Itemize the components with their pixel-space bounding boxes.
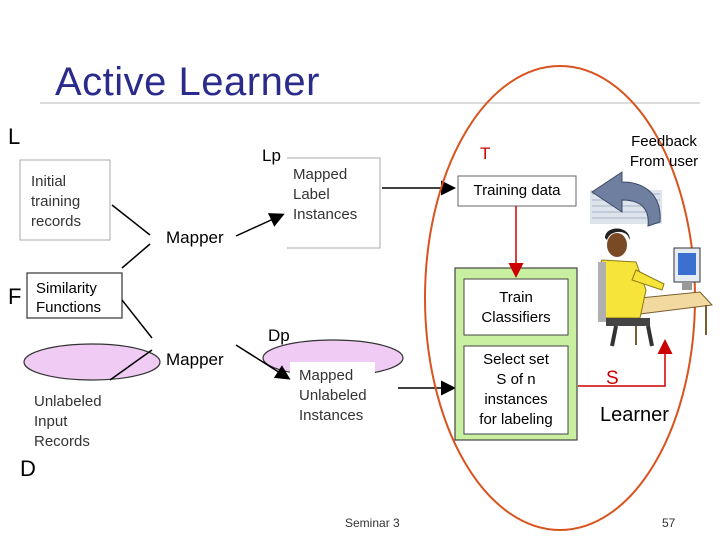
mapped-unlabeled-line-1: Mapped	[299, 367, 354, 384]
train-classifiers-line-1: Train	[499, 289, 533, 306]
select-set-line-1: Select set	[483, 351, 549, 368]
training-data-box	[457, 175, 577, 207]
mapped-unlabeled-line-2: Unlabeled	[299, 387, 367, 404]
label-S: S	[606, 368, 619, 389]
unlabeled-input-text: Unlabeled Input Records	[34, 392, 102, 452]
similarity-text: Similarity Functions	[36, 279, 101, 317]
label-Dp: Dp	[268, 326, 290, 345]
initial-records-line-1: Initial	[31, 173, 67, 190]
letter-F: F	[8, 284, 22, 309]
label-T: T	[480, 144, 491, 163]
arrow-similarity-to-mapper-bottom	[121, 299, 153, 339]
letter-D: D	[20, 456, 36, 481]
mapped-unlabeled-line-3: Instances	[299, 407, 364, 424]
select-set-line-2: S of n	[496, 371, 536, 388]
arrow-mapper-to-mapped-unlabeled	[235, 344, 291, 380]
mapped-unlabeled-text: Mapped Unlabeled Instances	[299, 366, 367, 426]
unlabeled-input-line-1: Unlabeled	[34, 393, 102, 410]
arrow-select-to-learner	[578, 339, 673, 387]
footer-center: Seminar 3	[345, 516, 400, 530]
learner-label: Learner	[600, 404, 669, 426]
mapped-label-box	[287, 157, 381, 249]
mapper-bottom-label: Mapper	[166, 350, 224, 369]
select-set-box	[463, 345, 569, 435]
initial-records-line-3: records	[31, 213, 82, 230]
train-classifiers-line-2: Classifiers	[481, 309, 551, 326]
arrow-similarity-to-mapper-top	[121, 243, 151, 269]
mapped-unlabeled-cover	[290, 362, 375, 434]
feedback-line-2: From user	[629, 153, 699, 170]
feedback-text: Feedback From user	[614, 132, 714, 172]
training-data-label: Training data	[473, 182, 561, 199]
arrow-mapper-to-mapped-label	[235, 213, 285, 237]
mapper-top-label: Mapper	[166, 228, 224, 247]
mapped-label-line-3: Instances	[293, 206, 358, 223]
letter-L: L	[8, 124, 21, 149]
train-classifiers-box	[463, 278, 569, 336]
similarity-box	[26, 272, 123, 319]
feedback-arrow-icon	[590, 171, 662, 227]
mapped-label-line-1: Mapped	[293, 166, 348, 183]
footer-page-number: 57	[662, 516, 676, 530]
similarity-line-2: Functions	[36, 299, 102, 316]
arrow-initial-to-mapper	[111, 204, 151, 236]
initial-records-text: Initial training records	[31, 172, 81, 232]
train-classifiers-text: Train Classifiers	[464, 288, 568, 328]
select-set-line-3: instances	[484, 391, 548, 408]
unlabeled-input-ellipse	[23, 343, 161, 381]
select-set-line-4: for labeling	[479, 411, 553, 428]
slide-title: Active Learner	[55, 60, 320, 104]
initial-records-box	[19, 159, 111, 241]
user-at-computer-icon	[598, 228, 714, 347]
feedback-line-1: Feedback	[631, 133, 697, 150]
mapped-label-text: Mapped Label Instances	[293, 165, 357, 225]
initial-records-line-2: training	[31, 193, 81, 210]
select-set-text: Select set S of n instances for labeling	[464, 350, 568, 430]
mapped-label-line-2: Label	[293, 186, 330, 203]
similarity-line-1: Similarity	[36, 280, 97, 297]
unlabeled-input-line-2: Input	[34, 413, 68, 430]
unlabeled-input-line-3: Records	[34, 433, 90, 450]
label-Lp: Lp	[262, 146, 281, 165]
arrow-unlabeled-to-mapper	[109, 349, 153, 381]
